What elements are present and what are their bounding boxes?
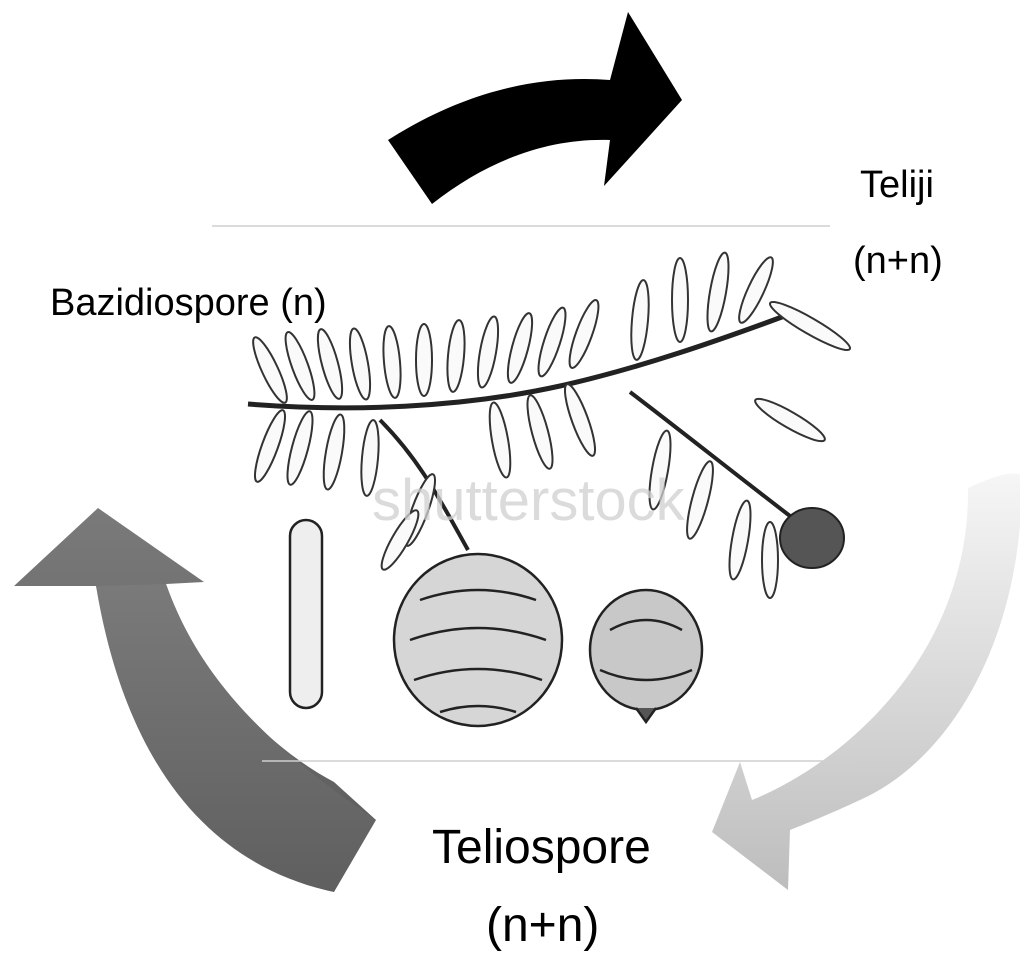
watermark: shutterstock xyxy=(372,468,686,533)
label-teliospore-ploidy: (n+n) xyxy=(486,898,599,953)
needles xyxy=(248,251,854,598)
small-cone xyxy=(780,508,844,568)
cycle-arrow-left-tail xyxy=(96,584,376,892)
label-bazidiospore: Bazidiospore (n) xyxy=(50,282,327,325)
single-needle xyxy=(290,520,322,708)
large-cone xyxy=(394,554,562,726)
seed-cone xyxy=(590,590,702,722)
label-teliospore: Teliospore xyxy=(432,820,651,875)
label-teliji: Teliji xyxy=(860,164,934,207)
cycle-arrow-top xyxy=(388,12,682,204)
cycle-arrow-right xyxy=(712,473,1020,890)
label-teliji-ploidy: (n+n) xyxy=(853,240,943,283)
